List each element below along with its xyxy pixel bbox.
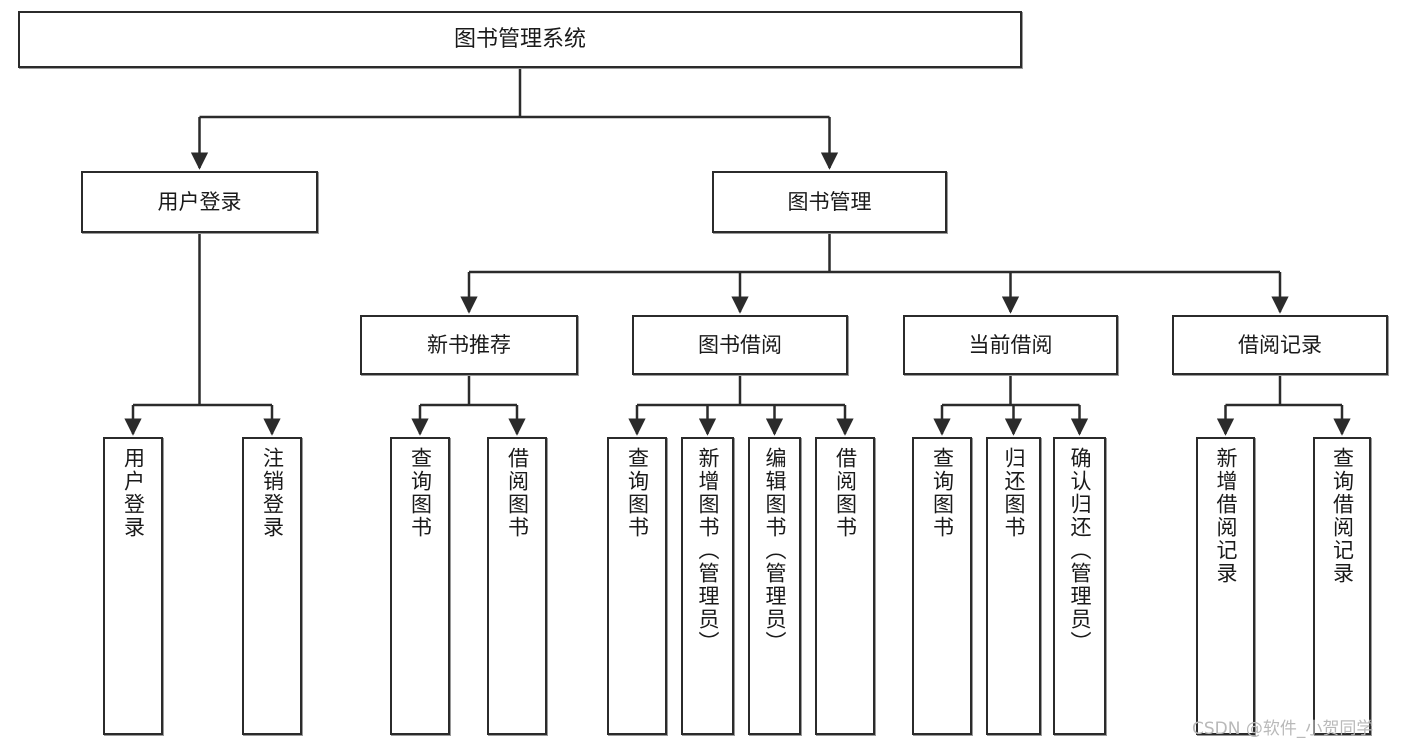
- node-new-book-recommend[interactable]: 新书推荐: [360, 315, 578, 375]
- node-leaf-logout[interactable]: 注销登录: [242, 437, 302, 735]
- node-user-login[interactable]: 用户登录: [81, 171, 318, 233]
- node-current-borrow[interactable]: 当前借阅: [903, 315, 1118, 375]
- node-label: 用户登录: [121, 447, 146, 539]
- node-leaf-add-book[interactable]: 新增图书（管理员）: [681, 437, 734, 735]
- node-label: 用户登录: [157, 189, 242, 214]
- node-label: 归还图书: [1002, 447, 1026, 539]
- watermark: CSDN @软件_小贺同学: [1192, 719, 1374, 739]
- node-label: 新增图书（管理员）: [696, 447, 720, 654]
- node-book-borrow[interactable]: 图书借阅: [632, 315, 848, 375]
- node-label: 注销登录: [260, 447, 285, 539]
- node-leaf-edit-book[interactable]: 编辑图书（管理员）: [748, 437, 801, 735]
- node-label: 查询图书: [930, 447, 955, 539]
- node-label: 确认归还（管理员）: [1068, 447, 1092, 654]
- node-label: 查询借阅记录: [1330, 447, 1355, 585]
- node-leaf-query-record[interactable]: 查询借阅记录: [1313, 437, 1371, 735]
- node-leaf-borrow-book-2[interactable]: 借阅图书: [815, 437, 875, 735]
- node-leaf-add-record[interactable]: 新增借阅记录: [1196, 437, 1255, 735]
- node-label: 当前借阅: [968, 332, 1053, 357]
- node-label: 借阅图书: [505, 447, 530, 539]
- node-label: 查询图书: [625, 447, 650, 539]
- node-label: 图书管理系统: [453, 26, 586, 52]
- node-book-manage[interactable]: 图书管理: [712, 171, 947, 233]
- node-label: 借阅记录: [1238, 332, 1322, 357]
- node-label: 新书推荐: [427, 332, 511, 357]
- node-leaf-query-book-3[interactable]: 查询图书: [912, 437, 972, 735]
- node-leaf-return-book[interactable]: 归还图书: [986, 437, 1041, 735]
- node-label: 查询图书: [408, 447, 433, 539]
- node-leaf-borrow-book-1[interactable]: 借阅图书: [487, 437, 547, 735]
- node-leaf-query-book-2[interactable]: 查询图书: [607, 437, 667, 735]
- node-root[interactable]: 图书管理系统: [18, 11, 1022, 68]
- node-leaf-confirm-return[interactable]: 确认归还（管理员）: [1053, 437, 1106, 735]
- node-leaf-query-book-1[interactable]: 查询图书: [390, 437, 450, 735]
- node-borrow-record[interactable]: 借阅记录: [1172, 315, 1388, 375]
- node-label: 图书借阅: [698, 332, 782, 357]
- node-label: 编辑图书（管理员）: [763, 447, 787, 654]
- node-label: 新增借阅记录: [1214, 447, 1238, 585]
- node-label: 图书管理: [787, 189, 872, 214]
- node-leaf-user-login[interactable]: 用户登录: [103, 437, 163, 735]
- node-label: 借阅图书: [833, 447, 858, 539]
